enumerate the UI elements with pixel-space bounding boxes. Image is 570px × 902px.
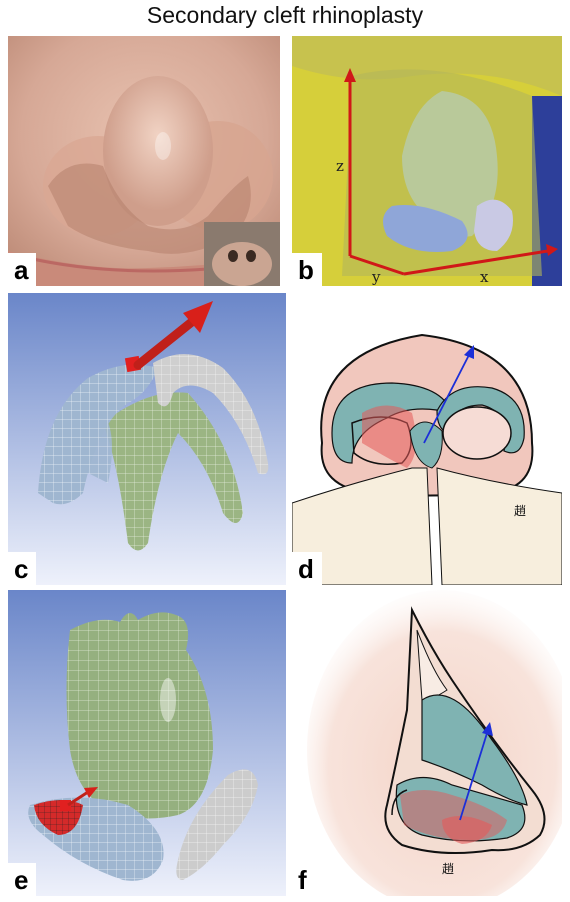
panel-b-label: b <box>292 253 322 286</box>
panel-f-schematic: 趙 f <box>292 590 562 896</box>
panel-a-photo: a <box>8 36 280 286</box>
panel-d-schematic: 趙 d <box>292 293 562 585</box>
panel-c-mesh-model: c <box>8 293 286 585</box>
panel-d-label: d <box>292 552 322 585</box>
panel-e-label: e <box>8 863 37 896</box>
panel-b-3d-reconstruction: z y x b <box>292 36 562 286</box>
panel-e-mesh-model: e <box>8 590 286 896</box>
axis-z-label: z <box>336 157 344 175</box>
panel-c-label: c <box>8 552 37 585</box>
figure-title: Secondary cleft rhinoplasty <box>146 2 424 28</box>
panel-f-label: f <box>298 865 307 895</box>
artist-signature-f: 趙 <box>442 861 454 876</box>
axis-x-label: x <box>480 268 489 286</box>
axis-y-label: y <box>371 268 381 286</box>
artist-signature: 趙 <box>514 503 526 518</box>
panel-a-label: a <box>8 253 37 286</box>
